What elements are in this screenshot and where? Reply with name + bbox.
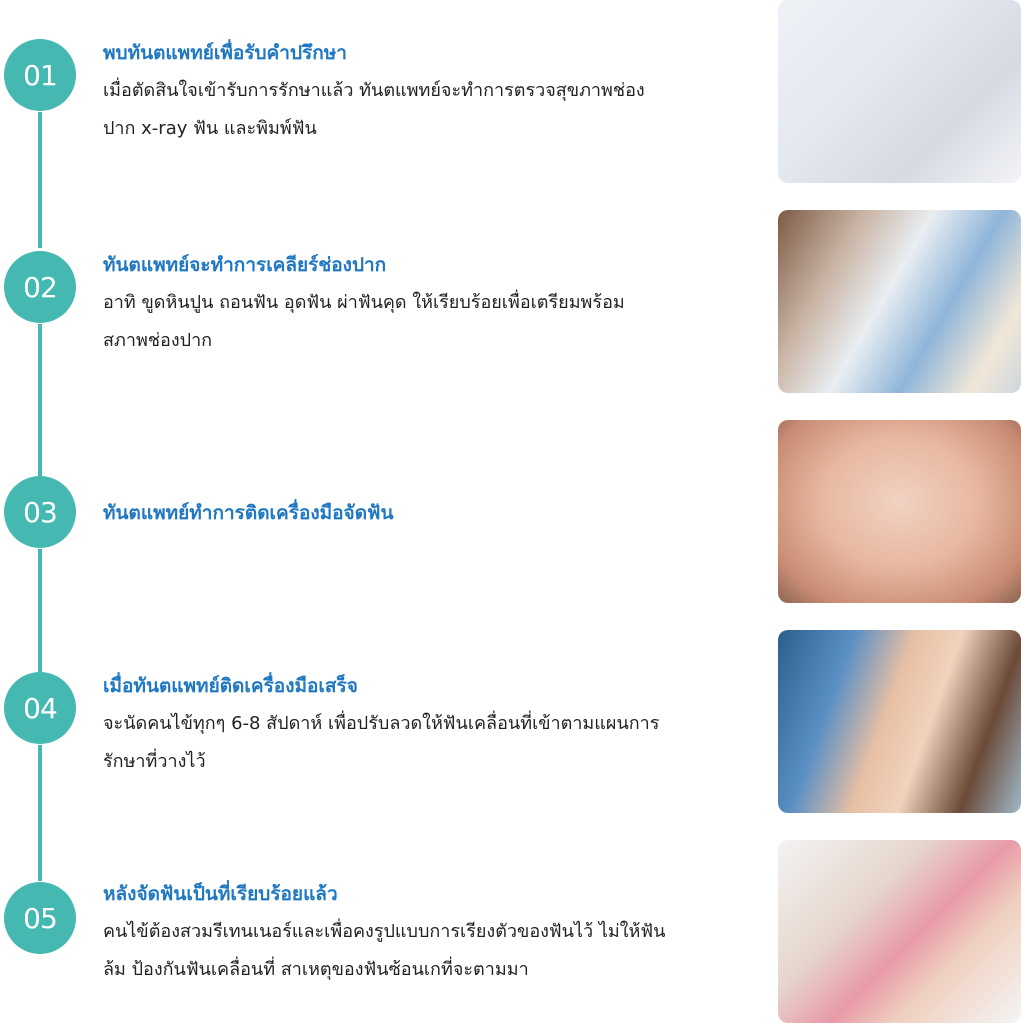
timeline-connector <box>38 112 42 248</box>
timeline-connector <box>38 324 42 476</box>
step-title: ทันตแพทย์ทำการติดเครื่องมือจัดฟัน <box>103 502 394 524</box>
step-number-badge: 01 <box>4 39 76 111</box>
photo-retainer-in-hands <box>778 840 1021 1023</box>
step-3: ทันตแพทย์ทำการติดเครื่องมือจัดฟัน <box>103 500 753 526</box>
photo-dental-xray-scan <box>778 0 1021 183</box>
step-number-badge: 03 <box>4 476 76 548</box>
photo-patient-braces-fitting <box>778 630 1021 813</box>
step-number-badge: 04 <box>4 672 76 744</box>
step-title: พบทันตแพทย์เพื่อรับคำปรึกษา <box>103 42 347 64</box>
photo-braces-smile-heart-hands <box>778 420 1021 603</box>
step-title: เมื่อทันตแพทย์ติดเครื่องมือเสร็จ <box>103 675 358 697</box>
step-text: ปาก x-ray ฟัน และพิมพ์ฟัน <box>103 118 317 139</box>
step-1: พบทันตแพทย์เพื่อรับคำปรึกษา เมื่อตัดสินใ… <box>103 40 753 148</box>
step-4: เมื่อทันตแพทย์ติดเครื่องมือเสร็จ จะนัดคน… <box>103 673 753 781</box>
step-number-badge: 05 <box>4 882 76 954</box>
step-title: ทันตแพทย์จะทำการเคลียร์ช่องปาก <box>103 254 387 276</box>
step-text: เมื่อตัดสินใจเข้ารับการรักษาแล้ว ทันตแพท… <box>103 80 645 101</box>
step-title: หลังจัดฟันเป็นที่เรียบร้อยแล้ว <box>103 883 338 905</box>
step-text: อาทิ ขูดหินปูน ถอนฟัน อุดฟัน ผ่าฟันคุด ใ… <box>103 292 625 313</box>
step-number-badge: 02 <box>4 251 76 323</box>
timeline-connector <box>38 549 42 673</box>
step-text: สภาพช่องปาก <box>103 330 213 351</box>
step-text: จะนัดคนไข้ทุกๆ 6-8 สัปดาห์ เพื่อปรับลวดใ… <box>103 713 660 734</box>
timeline-connector <box>38 745 42 881</box>
step-text: ล้ม ป้องกันฟันเคลื่อนที่ สาเหตุของฟันซ้อ… <box>103 959 529 980</box>
step-text: รักษาที่วางไว้ <box>103 751 206 772</box>
step-2: ทันตแพทย์จะทำการเคลียร์ช่องปาก อาทิ ขูดห… <box>103 252 753 360</box>
photo-dentist-cleaning <box>778 210 1021 393</box>
step-5: หลังจัดฟันเป็นที่เรียบร้อยแล้ว คนไข้ต้อง… <box>103 881 753 989</box>
step-text: คนไข้ต้องสวมรีเทนเนอร์และเพื่อคงรูปแบบกา… <box>103 921 666 942</box>
